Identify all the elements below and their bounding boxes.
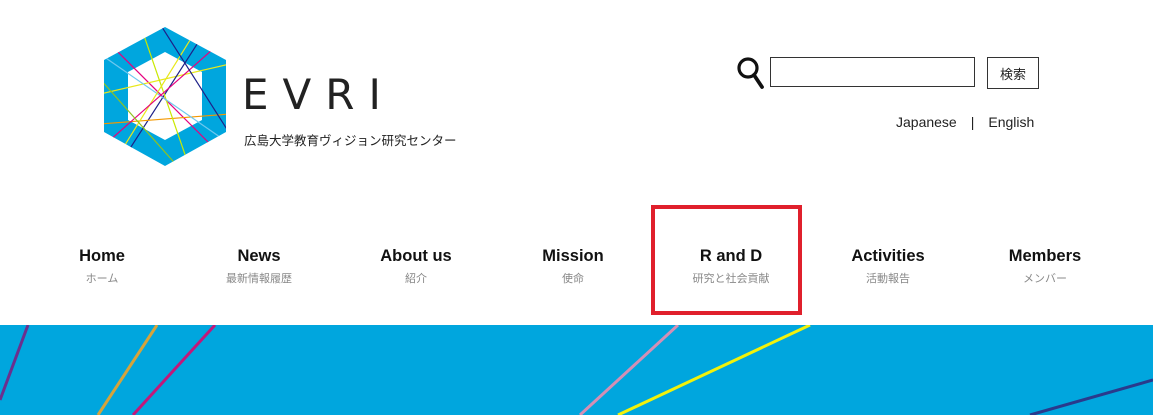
nav-item-label: Activities	[851, 247, 925, 265]
nav-item-label: About us	[380, 247, 452, 265]
logo-subtitle: 広島大学教育ヴィジョン研究センター	[244, 134, 457, 148]
nav-item-sublabel: 最新情報履歴	[226, 272, 292, 285]
main-navigation: Home ホーム News 最新情報履歴 About us 紹介 Mission…	[0, 246, 1153, 296]
nav-item-sublabel: 使命	[562, 272, 584, 285]
nav-item-members[interactable]: Members メンバー	[965, 246, 1125, 286]
nav-item-about-us[interactable]: About us 紹介	[336, 246, 496, 286]
logo-wordmark: EVRI	[242, 70, 395, 119]
nav-item-label: Members	[1008, 247, 1082, 265]
site-logo[interactable]: EVRI 広島大学教育ヴィジョン研究センター	[100, 24, 457, 174]
nav-item-activities[interactable]: Activities 活動報告	[808, 246, 968, 286]
language-japanese-link[interactable]: Japanese	[896, 114, 957, 130]
nav-item-label: Mission	[542, 247, 604, 265]
nav-item-label: News	[237, 247, 281, 265]
nav-item-sublabel: ホーム	[85, 272, 119, 285]
nav-item-label: Home	[79, 247, 125, 265]
nav-item-mission[interactable]: Mission 使命	[493, 246, 653, 286]
hero-banner	[0, 325, 1153, 415]
language-switcher: Japanese | English	[896, 114, 1034, 130]
nav-item-sublabel: 紹介	[405, 272, 427, 285]
search-button[interactable]: 検索	[987, 57, 1039, 89]
language-english-link[interactable]: English	[988, 114, 1035, 130]
nav-item-r-and-d[interactable]: R and D 研究と社会貢献	[651, 246, 811, 286]
nav-item-sublabel: 活動報告	[866, 272, 910, 285]
nav-item-sublabel: 研究と社会貢献	[692, 272, 770, 285]
search-bar: 検索	[736, 56, 1046, 92]
language-separator: |	[970, 114, 975, 130]
hexagon-logo-icon	[104, 27, 226, 166]
banner-lines-graphic	[0, 325, 1153, 415]
magnifier-icon[interactable]	[736, 56, 766, 90]
nav-item-news[interactable]: News 最新情報履歴	[179, 246, 339, 286]
nav-item-sublabel: メンバー	[1023, 272, 1067, 285]
nav-item-home[interactable]: Home ホーム	[22, 246, 182, 286]
nav-item-label: R and D	[699, 247, 763, 265]
search-input[interactable]	[770, 57, 975, 87]
